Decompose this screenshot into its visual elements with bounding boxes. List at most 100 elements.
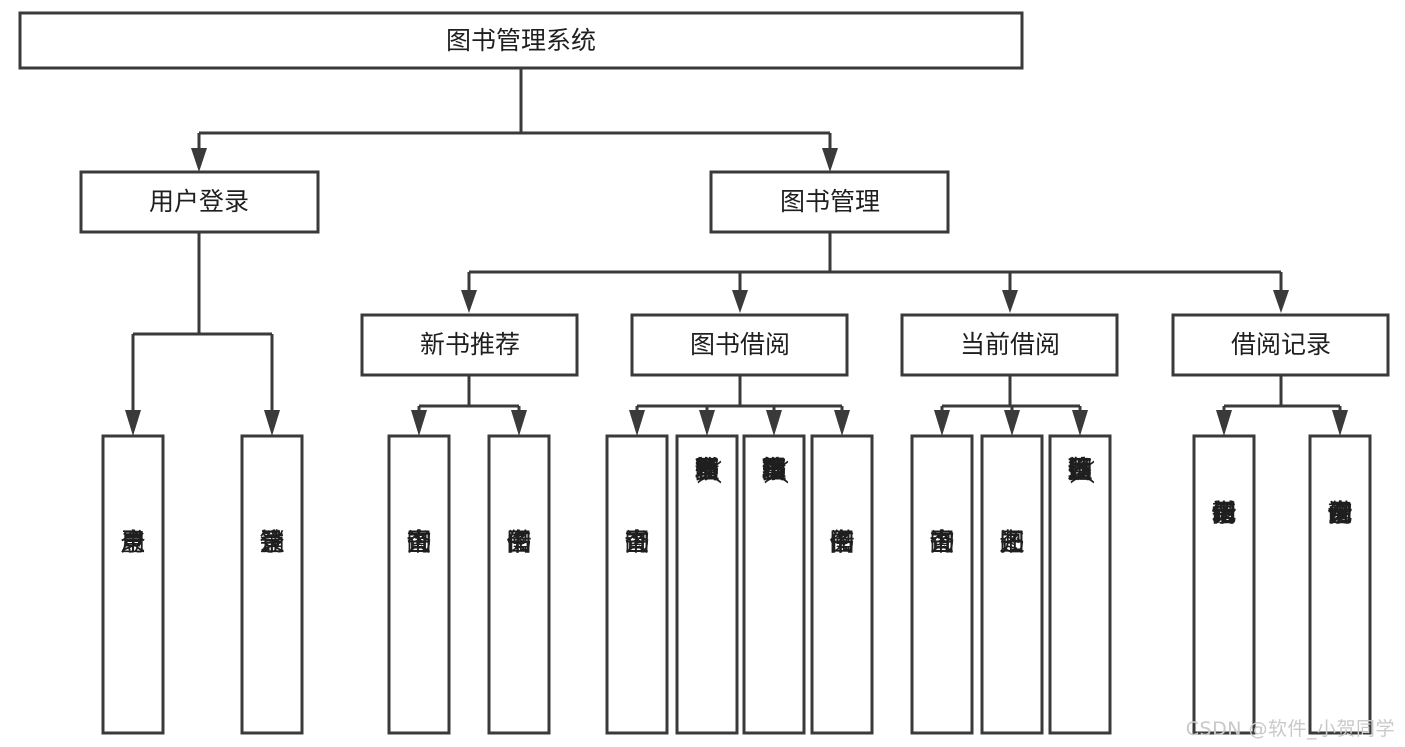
connectors-current-borrow-to-leaves	[934, 375, 1088, 436]
vertical-char: 借	[1211, 499, 1236, 528]
node-root-rect[interactable]	[18, 11, 1024, 70]
vertical-char: 录	[259, 528, 284, 557]
leaf-edit-book-admin-rect[interactable]	[742, 434, 806, 735]
vertical-char: 记	[1327, 499, 1352, 528]
vertical-char: 辑	[761, 455, 786, 484]
watermark-csdn: CSDN @软件_小贺同学	[1185, 718, 1395, 740]
vertical-char: 阅	[1327, 499, 1352, 528]
vertical-char: 借	[829, 528, 854, 557]
vertical-char: 阅	[1211, 499, 1236, 528]
arrow-leaf-add-record	[1216, 410, 1232, 436]
vertical-char: 书	[506, 528, 531, 557]
vertical-char: 还	[999, 528, 1024, 557]
vertical-char: 增	[694, 455, 719, 484]
leaf-borrow-book-recommend-rect[interactable]	[487, 434, 551, 735]
node-book-management[interactable]: 图书管理	[709, 170, 950, 234]
vertical-char: 询	[929, 528, 954, 557]
vertical-char: 理	[694, 455, 719, 484]
node-borrow-record-rect[interactable]	[1171, 313, 1390, 377]
leaf-query-book-current-rect[interactable]	[910, 434, 974, 735]
node-book-borrow[interactable]: 图书借阅	[630, 313, 849, 377]
leaf-query-borrow-record-rect[interactable]	[1308, 434, 1372, 735]
vertical-char: 管	[1067, 455, 1092, 484]
vertical-char: 编	[761, 455, 786, 484]
node-book-management-rect[interactable]	[709, 170, 950, 234]
connectors-root-to-level2	[191, 68, 838, 172]
vertical-char: 查	[1327, 499, 1352, 528]
node-user-login[interactable]: 用户登录	[79, 170, 320, 234]
arrow-leaf-add-book	[699, 410, 715, 436]
vertical-char: （	[694, 459, 723, 484]
leaf-confirm-return-admin-rect[interactable]	[1048, 434, 1112, 735]
vertical-char: ）	[694, 459, 723, 484]
leaf-add-book-admin-rect[interactable]	[675, 434, 739, 735]
leaf-user-login[interactable]: 用户登录	[101, 434, 165, 735]
leaf-return-book-rect[interactable]	[980, 434, 1044, 735]
leaf-query-book-borrow-rect[interactable]	[605, 434, 669, 735]
node-current-borrow-label: 当前借阅	[960, 330, 1060, 359]
vertical-char: 确	[1067, 455, 1092, 484]
vertical-char: 图	[761, 455, 786, 484]
connectors-new-book-to-leaves	[411, 375, 527, 436]
vertical-char: 管	[694, 455, 719, 484]
node-borrow-record-label: 借阅记录	[1231, 330, 1331, 359]
vertical-char: 登	[120, 528, 145, 557]
vertical-char: 认	[1067, 455, 1092, 484]
connectors-book-manage-to-level3	[461, 232, 1289, 313]
arrow-to-current-borrow	[1002, 290, 1018, 313]
leaf-query-book-recommend-rect[interactable]	[387, 434, 451, 735]
vertical-char: 询	[406, 528, 431, 557]
leaf-user-login-rect[interactable]	[101, 434, 165, 735]
arrow-leaf-user-login	[125, 410, 141, 436]
vertical-char: 理	[761, 455, 786, 484]
arrow-to-book-manage	[822, 148, 838, 172]
node-book-borrow-rect[interactable]	[630, 313, 849, 377]
vertical-char: （	[761, 459, 790, 484]
vertical-char: 还	[1067, 455, 1092, 484]
vertical-char: 管	[761, 455, 786, 484]
vertical-char: 图	[694, 455, 719, 484]
node-current-borrow[interactable]: 当前借阅	[900, 313, 1119, 377]
vertical-char: 注	[259, 528, 284, 557]
vertical-char: 阅	[829, 528, 854, 557]
vertical-char: 录	[1327, 499, 1352, 528]
node-current-borrow-rect[interactable]	[900, 313, 1119, 377]
node-new-book-recommend[interactable]: 新书推荐	[360, 313, 579, 377]
arrow-leaf-query-book-1	[411, 410, 427, 436]
node-borrow-record[interactable]: 借阅记录	[1171, 313, 1390, 377]
vertical-char: 增	[1211, 499, 1236, 528]
leaf-logout-login-rect[interactable]	[240, 434, 304, 735]
connectors-book-borrow-to-leaves	[629, 375, 850, 436]
leaf-add-borrow-record-rect[interactable]	[1192, 434, 1256, 735]
arrow-to-new-book	[461, 290, 477, 313]
vertical-char: 归	[999, 528, 1024, 557]
vertical-char: 图	[624, 528, 649, 557]
leaf-borrow-book-borrow-rect[interactable]	[810, 434, 874, 735]
vertical-char: 借	[1327, 499, 1352, 528]
vertical-char: 图	[506, 528, 531, 557]
vertical-char: 书	[829, 528, 854, 557]
vertical-char: 理	[1067, 455, 1092, 484]
vertical-char: ）	[1067, 459, 1096, 484]
vertical-char: 查	[929, 528, 954, 557]
arrow-leaf-logout	[264, 410, 280, 436]
vertical-char: 书	[929, 528, 954, 557]
vertical-char: 销	[259, 528, 284, 557]
node-new-book-recommend-rect[interactable]	[360, 313, 579, 377]
node-user-login-rect[interactable]	[79, 170, 320, 234]
arrow-leaf-return-book	[1004, 410, 1020, 436]
node-root-book-management-system[interactable]: 图书管理系统	[18, 11, 1024, 70]
